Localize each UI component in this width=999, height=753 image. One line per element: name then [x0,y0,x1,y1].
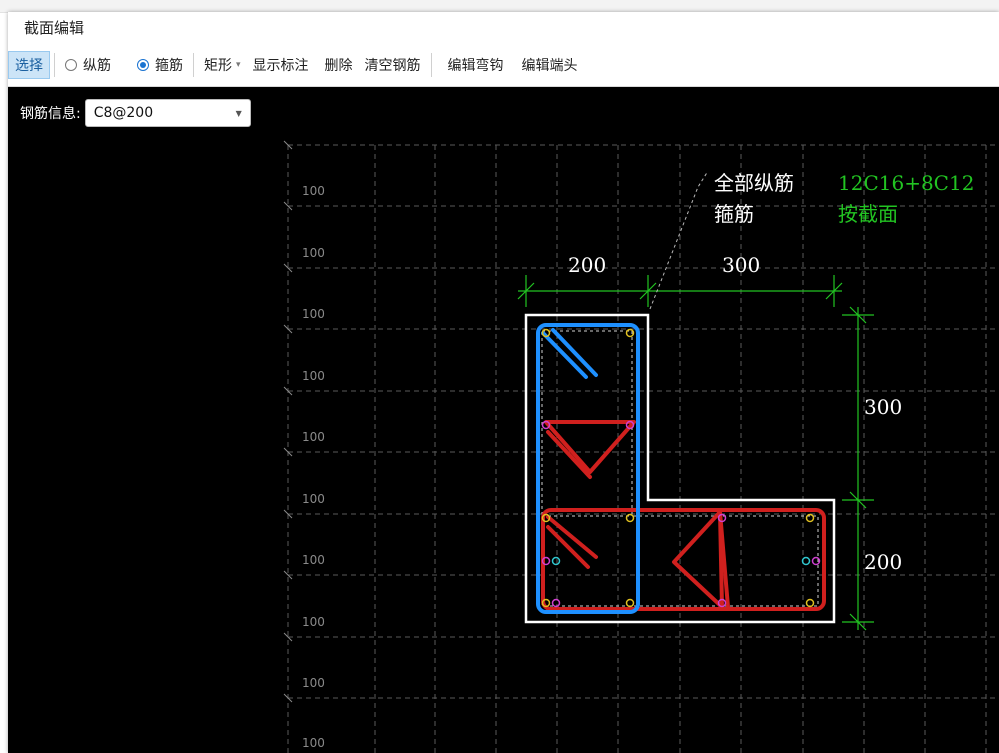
toolbar-separator [430,53,432,77]
grid-row-label: 100 [302,430,325,444]
dim-right-lower[interactable]: 200 [864,550,902,574]
stirrup-label: 箍筋 [155,58,183,74]
rebar-point[interactable] [801,556,811,566]
annotation-leader [649,170,709,310]
longitudinal-label: 纵筋 [83,58,111,74]
grid-row-label: 100 [302,492,325,506]
select-button[interactable]: 选择 [8,51,50,79]
stirrup-info-label[interactable]: 箍筋 [714,202,754,226]
toolbar-separator [54,53,55,77]
section-drawing: 100 100 100 100 100 100 100 100 100 100 [283,140,999,753]
all-long-label[interactable]: 全部纵筋 [714,171,794,195]
rebar-point[interactable] [625,598,635,608]
rebar-info-value: C8@200 [93,105,154,121]
rebar-point[interactable] [541,420,551,430]
grid-row-label: 100 [302,736,325,750]
vertical-stirrup[interactable] [536,323,640,614]
grid-row-labels: 100 100 100 100 100 100 100 100 100 100 [302,184,325,750]
rebar-points [541,328,821,608]
grid-lines [287,144,999,753]
shape-label: 矩形 [204,58,232,74]
rebar-point[interactable] [811,556,821,566]
all-long-value[interactable]: 12C16+8C12 [838,171,974,195]
clear-rebar-button[interactable]: 清空钢筋 [364,58,421,74]
dialog-title: 截面编辑 [8,12,999,44]
tie-hook [546,430,592,479]
grid-row-label: 100 [302,246,325,260]
rebar-point[interactable] [717,513,727,523]
dim-top-left[interactable]: 200 [568,253,606,277]
rebar-point[interactable] [541,598,551,608]
horizontal-stirrup[interactable] [541,508,826,611]
rebar-point[interactable] [805,598,815,608]
rebar-point[interactable] [541,556,551,566]
tie-stirrup[interactable] [672,510,724,609]
radio-unchecked-icon [65,59,77,71]
rebar-point[interactable] [805,513,815,523]
cover-line [541,330,819,607]
dim-top-right[interactable]: 300 [722,253,760,277]
shape-dropdown[interactable]: 矩形 ▾ [198,51,247,79]
dim-right-upper[interactable]: 300 [864,395,902,419]
rebar-info-label: 钢筋信息: [20,106,81,122]
stirrup-info-value[interactable]: 按截面 [838,202,898,226]
edit-end-button[interactable]: 编辑端头 [521,58,578,74]
grid-row-label: 100 [302,369,325,383]
section-outline[interactable] [524,313,836,624]
grid-row-label: 100 [302,307,325,321]
grid-row-label: 100 [302,553,325,567]
grid-ticks [283,140,293,703]
rebar-point[interactable] [625,328,635,338]
tie-stirrup[interactable] [544,420,636,474]
rebar-info: 钢筋信息: C8@200 ▼ [20,99,251,127]
rebar-point[interactable] [625,513,635,523]
toolbar-separator [193,53,194,77]
rebar-point[interactable] [625,420,635,430]
annotation: 全部纵筋 12C16+8C12 箍筋 按截面 [714,171,974,226]
stirrup-radio[interactable]: 箍筋 [131,51,189,79]
rebar-point[interactable] [551,556,561,566]
rebar-point[interactable] [541,328,551,338]
toolbar: 选择 纵筋 箍筋 矩形 ▾ 显示标注 删除 清空钢筋 编辑弯钩 编辑端头 [8,44,999,87]
edit-hook-button[interactable]: 编辑弯钩 [447,58,504,74]
rebar-point[interactable] [541,513,551,523]
delete-button[interactable]: 删除 [324,58,353,74]
grid-row-label: 100 [302,615,325,629]
dropdown-arrow-icon: ▼ [235,108,242,118]
stirrup-hook [541,331,588,379]
chevron-down-icon: ▾ [236,60,241,70]
selected-stirrup[interactable] [536,323,640,614]
rebar-info-select[interactable]: C8@200 ▼ [84,99,251,127]
tie-hook [546,515,598,559]
longitudinal-radio[interactable]: 纵筋 [59,51,117,79]
rebar-point[interactable] [551,598,561,608]
tie-hook [546,525,590,569]
dimension-texts: 200 300 300 200 [568,253,902,574]
dimension-lines [517,275,874,631]
section-edit-dialog: 截面编辑 选择 纵筋 箍筋 矩形 ▾ 显示标注 删除 清空钢筋 编辑弯钩 编辑端… [8,12,999,753]
show-dimension-button[interactable]: 显示标注 [252,58,309,74]
rebar-point[interactable] [717,598,727,608]
grid-row-label: 100 [302,676,325,690]
radio-checked-icon [137,59,149,71]
drawing-canvas[interactable]: 钢筋信息: C8@200 ▼ [8,87,999,753]
tie-leg [718,510,730,609]
grid-row-label: 100 [302,184,325,198]
stirrup-hook [551,328,598,377]
